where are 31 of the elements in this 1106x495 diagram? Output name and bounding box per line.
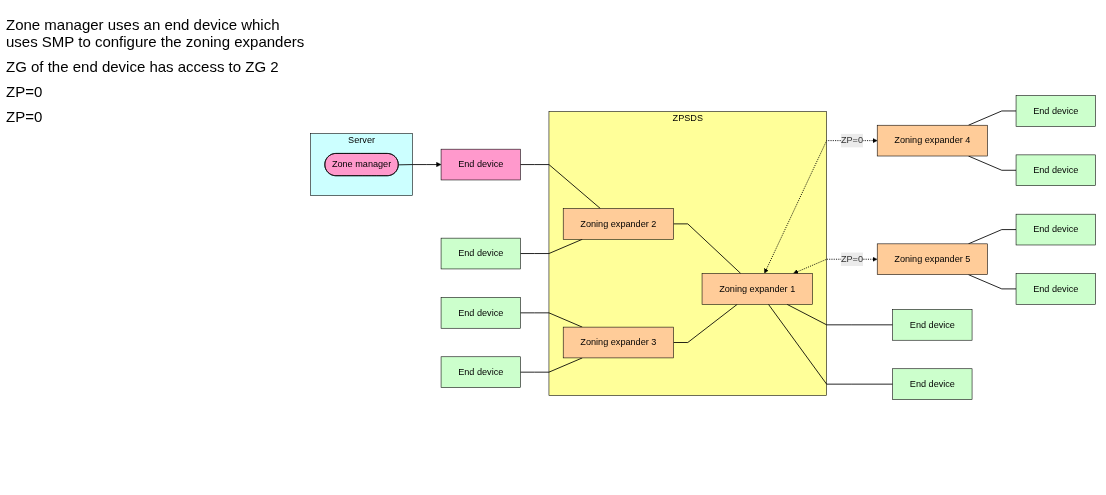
connector <box>520 312 583 328</box>
connector <box>968 155 1017 171</box>
node-box: End device <box>1015 213 1096 246</box>
node-box: End device <box>892 309 973 341</box>
node-box: End device <box>440 237 521 270</box>
note-text: ZG of the end device has access to ZG 2 <box>6 58 280 75</box>
node-box: End device <box>1015 154 1096 186</box>
connector <box>786 303 894 326</box>
connector <box>968 110 1017 126</box>
connector <box>768 303 894 385</box>
edge-label: ZP=0 <box>840 135 863 146</box>
connector <box>673 223 742 274</box>
connector <box>520 357 583 373</box>
node-box: Zoning expander 3 <box>562 326 674 359</box>
connector <box>520 164 601 209</box>
note-text: Zone manager uses an end device which uses SMP to configure the zoning expanders <box>6 16 306 50</box>
node-box: Zoning expander 2 <box>562 208 674 240</box>
edge-label: ZP=0 <box>840 254 863 264</box>
node-box: End device <box>440 297 521 329</box>
node-box: Zoning expander 5 <box>876 243 988 275</box>
node-box: Zoning expander 1 <box>701 273 813 305</box>
note-text: ZP=0 <box>6 83 44 100</box>
connector <box>968 274 1017 290</box>
note-text: ZP=0 <box>6 108 44 125</box>
node-box: End device <box>1015 273 1096 305</box>
node-box: End device <box>892 368 973 400</box>
connector <box>673 303 738 343</box>
node-box: End device <box>440 148 521 181</box>
node-box: Zoning expander 4 <box>876 124 988 157</box>
node-box: End device <box>440 356 521 388</box>
node-box: End device <box>1015 95 1096 127</box>
